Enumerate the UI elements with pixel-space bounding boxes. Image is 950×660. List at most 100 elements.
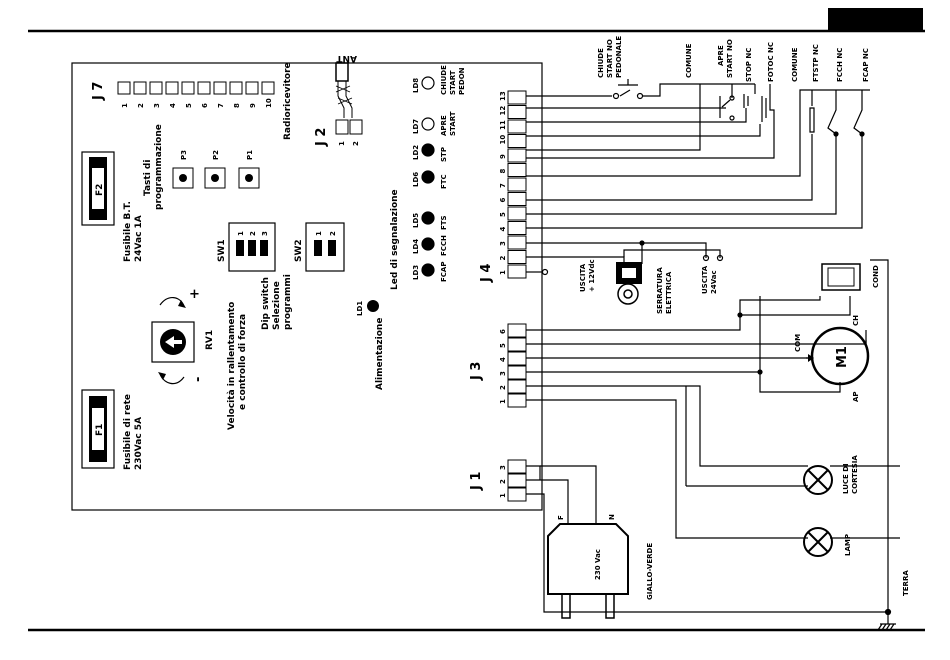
j7-pin-number: 5	[185, 103, 193, 108]
fuse-bt-label-1: Fusibile B.T.	[123, 201, 133, 262]
svg-text:3: 3	[261, 231, 269, 236]
fuse-f2: F2 Fusibile B.T. 24Vac 1A	[81, 151, 144, 262]
j4-pin-number: 6	[499, 198, 507, 203]
svg-text:FTSTP NC: FTSTP NC	[812, 44, 820, 82]
plus-label: +	[189, 287, 200, 302]
ld1-led	[367, 300, 379, 312]
j3-pin-box	[507, 393, 527, 408]
fuse-bt-label-2: 24Vac 1A	[134, 215, 144, 262]
header-black-tab	[828, 8, 923, 32]
j4-pin-box	[507, 119, 527, 134]
j7-pin-number: 8	[233, 103, 241, 108]
led-ld5	[421, 211, 435, 225]
j7-pin-box	[181, 81, 195, 95]
led-function-label: FCAP	[440, 262, 448, 282]
j4-pin-number: 4	[499, 227, 507, 232]
j4-pin-number: 12	[499, 106, 507, 116]
m1-label: M1	[835, 346, 850, 368]
svg-text:APRE: APRE	[717, 45, 725, 66]
j7-pin-box	[229, 81, 243, 95]
svg-text:CH: CH	[852, 315, 860, 326]
ant-label: ANT	[336, 53, 357, 63]
svg-text:2: 2	[249, 231, 257, 236]
j3-pin-number: 6	[499, 329, 507, 334]
j7-pin-number: 6	[201, 103, 209, 108]
led-function-label: START	[449, 111, 457, 136]
j2-pin-2-num: 2	[352, 141, 360, 146]
antenna-connector	[335, 62, 349, 82]
j4-pin-box	[507, 235, 527, 250]
led-ld3	[421, 263, 435, 277]
j3-pin-box	[507, 323, 527, 338]
j3-pin-box	[507, 351, 527, 366]
j4-pin-number: 9	[499, 154, 507, 159]
j1-pin-number: 1	[499, 493, 507, 498]
j7-pin-number: 3	[153, 103, 161, 108]
lamp-lampeggiante	[803, 527, 833, 557]
svg-text:1: 1	[315, 231, 323, 236]
j7-pin-number: 2	[137, 103, 145, 108]
j3-pin-box	[507, 337, 527, 352]
serratura-elettrica	[616, 262, 642, 305]
j4-pin-box	[507, 105, 527, 119]
j4-pin-box	[507, 264, 527, 279]
svg-text:START NO: START NO	[726, 39, 734, 78]
j3-label: J 3	[469, 362, 484, 381]
j4-pin-box	[507, 163, 527, 177]
f1-label: F1	[95, 424, 105, 436]
fuse-rete-label-1: Fusibile di rete	[123, 394, 133, 470]
j4-pin-box	[507, 221, 527, 235]
j2-pin-1-num: 1	[338, 141, 346, 146]
j1-label: J 1	[469, 472, 484, 491]
rv1-trimmer: + - RV1 Velocità in rallentamento e cont…	[151, 287, 248, 430]
j7-pin-box	[133, 81, 147, 95]
alimentazione-label: Alimentazione	[375, 318, 385, 390]
svg-text:CORTESIA: CORTESIA	[851, 455, 859, 494]
j4-label: J 4	[479, 264, 494, 283]
led-function-label: START	[449, 70, 457, 95]
j4-pin-box	[507, 90, 527, 105]
p3-label: P3	[180, 150, 188, 160]
external-labels: CHIUDE START NO PEDONALE COMUNE APRE STA…	[579, 36, 910, 600]
led-function-label: APRE	[440, 115, 448, 136]
led-ld7	[421, 117, 435, 131]
j1-pin-number: 2	[499, 479, 507, 484]
lamp-luce-cortesia	[803, 465, 833, 495]
led-id-label: LD6	[412, 172, 420, 187]
svg-text:USCITA: USCITA	[579, 263, 587, 292]
j4-pin-box	[507, 250, 527, 264]
svg-text:AP: AP	[852, 391, 860, 402]
led-function-label: PEDON	[458, 67, 466, 95]
svg-text:2: 2	[329, 231, 337, 236]
svg-text:LUCE DI: LUCE DI	[842, 463, 850, 494]
svg-text:ELETTRICA: ELETTRICA	[665, 271, 673, 314]
j4-pin-number: 11	[499, 120, 507, 130]
external-wiring	[526, 79, 900, 631]
j4-pin-box	[507, 177, 527, 192]
svg-text:COND: COND	[872, 265, 880, 288]
j1-pin-box	[507, 487, 527, 502]
j4-pin-number: 2	[499, 256, 507, 261]
vac230-label: 230 Vac	[594, 549, 602, 580]
svg-text:START NO: START NO	[606, 39, 614, 78]
led-segnalazione-label: Led di segnalazione	[390, 189, 400, 290]
tasti-label-1: Tasti di	[143, 160, 153, 196]
p2-label: P2	[212, 150, 220, 160]
j4-pin-number: 8	[499, 169, 507, 174]
n-label: N	[608, 514, 616, 520]
sw2-label: SW2	[294, 239, 304, 262]
button-p3	[172, 167, 194, 189]
j7-pin-box	[261, 81, 275, 95]
j7-pin-box	[165, 81, 179, 95]
j7-pin-box	[197, 81, 211, 95]
control-board	[71, 62, 543, 511]
j4-pin-box	[507, 192, 527, 206]
button-p2	[204, 167, 226, 189]
led-id-label: LD7	[412, 119, 420, 134]
svg-text:FOTOC NC: FOTOC NC	[767, 42, 775, 82]
led-function-label: FTC	[440, 174, 448, 189]
